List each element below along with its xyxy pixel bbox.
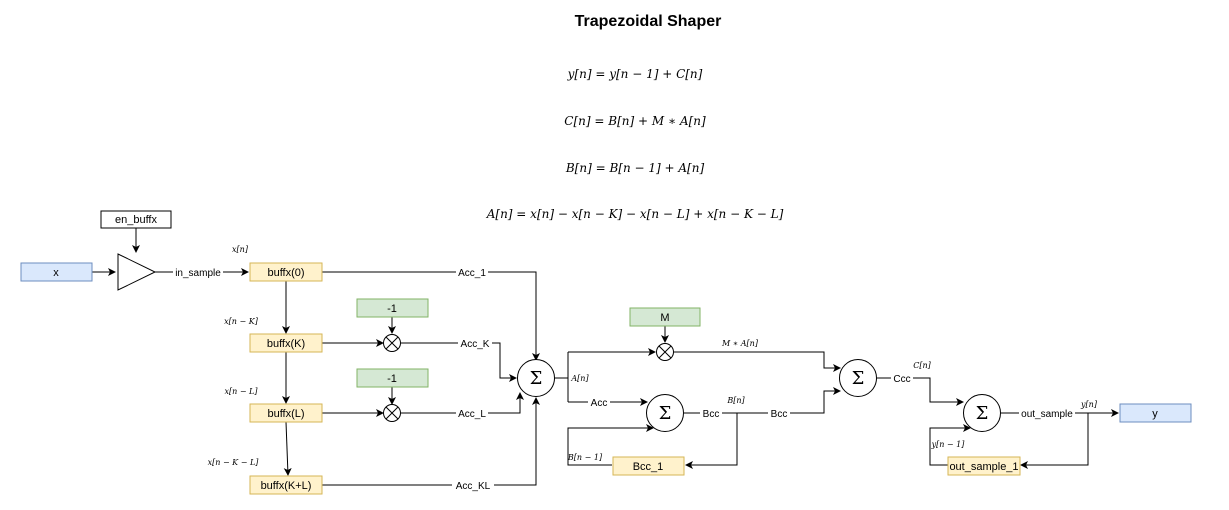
- const-m-block: M: [629, 307, 701, 327]
- label-acc-k: Acc_K: [461, 339, 490, 350]
- bcc-1-block: Bcc_1: [612, 456, 685, 476]
- buffxkl-label: buffx(K+L): [261, 480, 312, 492]
- label-acc-1: Acc_1: [458, 268, 486, 279]
- buffxk-block: buffx(K): [249, 333, 323, 353]
- equation-a: A[n] = x[n] − x[n − K] − x[n − L] + x[n …: [486, 207, 784, 221]
- wire-out-to-reg: [1020, 413, 1089, 469]
- equation-c: C[n] = B[n] + M ∗ A[n]: [564, 114, 706, 128]
- en-buffx-label: en_buffx: [115, 214, 158, 226]
- multiplier-m-icon: [656, 343, 674, 361]
- math-label-yn: y[n]: [1080, 400, 1098, 409]
- math-label-xnl: x[n − L]: [224, 387, 258, 396]
- const-neg1-bottom-block: -1: [356, 368, 429, 388]
- buffxk-label: buffx(K): [267, 338, 305, 350]
- wire-man: [674, 351, 841, 372]
- label-bcc-in: Bcc: [771, 409, 788, 420]
- input-x-block: x: [20, 262, 93, 282]
- buffxl-label: buffx(L): [267, 408, 304, 420]
- multiplier-l-icon: [383, 404, 401, 422]
- multiplier-k-icon: [383, 334, 401, 352]
- label-in-sample: in_sample: [175, 268, 221, 279]
- label-acc-kl: Acc_KL: [456, 481, 491, 492]
- math-label-yn1: y[n − 1]: [931, 440, 966, 449]
- en-buffx-block: en_buffx: [100, 210, 172, 229]
- output-y-label: y: [1152, 408, 1158, 420]
- label-bcc-out: Bcc: [703, 409, 720, 420]
- sum-c-node: Σ: [839, 359, 877, 397]
- wire-acc-l: [401, 392, 524, 414]
- wire-ccc: [877, 377, 964, 406]
- buffxl-block: buffx(L): [249, 403, 323, 423]
- equation-b: B[n] = B[n − 1] + A[n]: [565, 161, 705, 175]
- math-label-bn: B[n]: [726, 396, 745, 405]
- buffx0-block: buffx(0): [249, 262, 323, 282]
- label-acc-l: Acc_L: [458, 409, 486, 420]
- wire-buffl-to-buffkl: [283, 421, 292, 476]
- math-label-an: A[n]: [570, 374, 589, 383]
- math-label-xnkl: x[n − K − L]: [208, 458, 260, 467]
- math-label-xn: x[n]: [232, 245, 249, 254]
- wire-acc-kl: [322, 397, 540, 486]
- sum-a-node: Σ: [517, 359, 555, 397]
- label-acc: Acc: [591, 398, 608, 409]
- const-m-label: M: [660, 312, 669, 324]
- const-neg1-bottom-label: -1: [387, 373, 397, 385]
- label-out-sample: out_sample: [1021, 409, 1073, 420]
- sum-y-node: Σ: [963, 394, 1001, 432]
- sum-y-symbol: Σ: [976, 403, 989, 424]
- out-sample-1-label: out_sample_1: [949, 461, 1018, 473]
- wire-bcc-to-reg: [685, 413, 738, 469]
- math-label-xnk: x[n − K]: [224, 317, 259, 326]
- bcc-1-label: Bcc_1: [633, 461, 664, 473]
- const-neg1-top-block: -1: [356, 298, 429, 318]
- const-neg1-top-label: -1: [387, 303, 397, 315]
- gain-triangle-icon: [117, 253, 157, 291]
- buffx0-label: buffx(0): [267, 267, 304, 279]
- math-label-bn1: B[n − 1]: [567, 453, 603, 462]
- out-sample-1-block: out_sample_1: [947, 456, 1021, 476]
- wire-acc-k: [401, 342, 517, 382]
- wire-yn1-feedback: [929, 424, 971, 466]
- diagram-title: Trapezoidal Shaper: [575, 13, 722, 30]
- math-label-cn: C[n]: [913, 361, 931, 370]
- equation-y: y[n] = y[n − 1] + C[n]: [567, 67, 703, 81]
- output-y-block: y: [1119, 403, 1192, 423]
- wire-bn1-feedback: [567, 424, 654, 466]
- input-x-label: x: [53, 267, 59, 279]
- sum-c-symbol: Σ: [852, 368, 865, 389]
- sum-b-node: Σ: [646, 394, 684, 432]
- sum-b-symbol: Σ: [659, 403, 672, 424]
- sum-a-symbol: Σ: [530, 368, 543, 389]
- math-label-man: M ∗ A[n]: [721, 339, 759, 348]
- label-ccc: Ccc: [893, 374, 910, 385]
- buffxkl-block: buffx(K+L): [249, 475, 323, 495]
- wire-acc-1: [322, 271, 540, 361]
